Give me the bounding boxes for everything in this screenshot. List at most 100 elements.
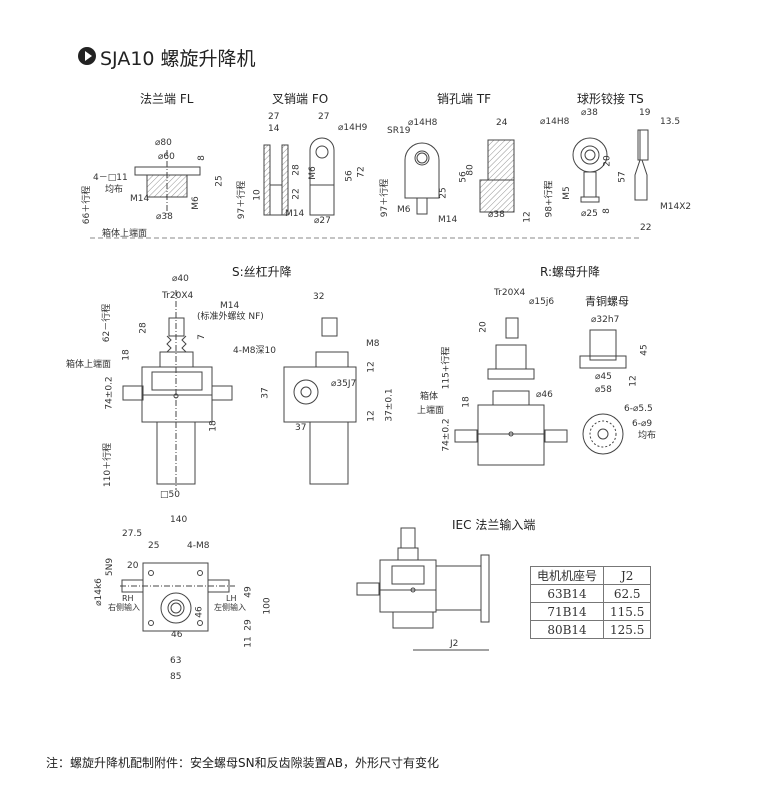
- fo-dim: 28: [291, 164, 302, 176]
- page-title: SJA10 螺旋升降机: [100, 48, 256, 70]
- r-nut-title: 青铜螺母: [585, 295, 629, 308]
- footnote: 注：螺旋升降机配制附件：安全螺母SN和反齿隙装置AB，外形尺寸有变化: [46, 756, 440, 770]
- s-title: S:丝杠升降: [232, 265, 292, 279]
- tf-stroke: 97＋行程: [380, 178, 391, 218]
- r-drawing: [454, 317, 627, 466]
- s-dim: 28: [138, 322, 149, 334]
- s-dim: 4-M8深10: [233, 346, 276, 356]
- table-cell: 125.5: [603, 620, 652, 639]
- fl-dim: ⌀80: [155, 138, 172, 148]
- ts-drawing: [572, 129, 649, 203]
- top-dim: 25: [148, 541, 160, 551]
- s-dim: ⌀40: [172, 274, 189, 284]
- fl-dim: 8: [196, 155, 207, 161]
- s-dim: 37: [295, 423, 307, 433]
- top-dim: 49: [243, 586, 254, 598]
- s-dim: 32: [313, 292, 325, 302]
- fl-dim: 25: [214, 175, 225, 187]
- r-dim: 74±0.2: [441, 418, 452, 452]
- r-stroke: 115+行程: [441, 346, 452, 390]
- top-dim: 140: [170, 515, 188, 525]
- s-stroke: 110＋行程: [103, 442, 114, 488]
- top-dim: 29: [243, 619, 254, 631]
- table-cell: 62.5: [603, 584, 652, 603]
- fo-drawing: [263, 137, 335, 216]
- s-dim: □50: [160, 490, 180, 500]
- table-cell: 80B14: [529, 620, 605, 639]
- s-dim: 37: [260, 387, 271, 399]
- fl-ref: 箱体上端面: [102, 229, 148, 239]
- s-dim: 74±0.2: [104, 376, 115, 410]
- top-dim: 85: [170, 672, 182, 682]
- r-dim: ⌀58: [595, 385, 612, 395]
- top-dim: 20: [127, 561, 139, 571]
- iec-drawing: [356, 527, 490, 651]
- r-dim: ⌀46: [536, 390, 553, 400]
- tf-dim: 25: [438, 187, 449, 199]
- lh-input-label: 左侧输入: [214, 603, 246, 612]
- rh-label: RH: [122, 594, 134, 603]
- fl-drawing: [134, 150, 201, 215]
- ts-title: 球形铰接 TS: [577, 92, 644, 106]
- s-dim: 7: [196, 334, 207, 340]
- ts-dim: 8: [601, 208, 612, 214]
- r-title: R:螺母升降: [540, 265, 601, 279]
- r-dim: ⌀32h7: [591, 315, 620, 325]
- s-dim: M14: [220, 301, 240, 311]
- s-stroke: 62－行程: [102, 303, 113, 343]
- table-cell: 71B14: [529, 602, 605, 621]
- s-dim: 37±0.1: [384, 388, 395, 422]
- ts-dim: M14X2: [660, 202, 692, 212]
- tf-dim: ⌀14H8: [408, 118, 438, 128]
- ts-dim: ⌀14H8: [540, 117, 570, 127]
- s-dim: Tr20X4: [162, 291, 194, 301]
- fo-dim: 22: [291, 188, 302, 200]
- top-dim: ⌀14k6: [93, 578, 104, 606]
- tf-title: 销孔端 TF: [437, 92, 492, 106]
- s-side-drawing: [283, 317, 357, 485]
- fl-stroke: 66＋行程: [82, 185, 93, 225]
- fl-title: 法兰端 FL: [140, 92, 194, 106]
- top-dim: 4-M8: [187, 541, 210, 551]
- r-ref: 箱体: [420, 392, 439, 402]
- top-dim: 63: [170, 656, 182, 666]
- fo-dim: 27: [268, 112, 280, 122]
- top-view-drawing: [120, 562, 235, 632]
- top-dim: 27.5: [122, 529, 143, 539]
- lh-label: LH: [226, 594, 237, 603]
- ts-dim: 13.5: [660, 117, 681, 127]
- tf-dim: ⌀38: [488, 210, 505, 220]
- s-dim: 18: [121, 349, 132, 361]
- s-dim: 18: [208, 420, 219, 432]
- fl-dim: 均布: [105, 185, 124, 195]
- rh-input-label: 右侧输入: [108, 603, 140, 612]
- fo-stroke: 97＋行程: [237, 180, 248, 220]
- ts-dim: 57: [617, 171, 628, 183]
- r-dim: 6-⌀5.5: [624, 404, 653, 414]
- fl-dim: 4－□11: [93, 173, 128, 183]
- tf-dim: 24: [496, 118, 508, 128]
- table-header: 电机机座号: [529, 566, 605, 585]
- fo-dim: M6: [307, 166, 318, 180]
- table-cell: 63B14: [529, 584, 605, 603]
- s-front-drawing: [122, 290, 233, 490]
- tf-dim: M6: [397, 205, 411, 215]
- r-dim: ⌀15j6: [529, 297, 555, 307]
- ts-dim: ⌀38: [581, 108, 598, 118]
- tf-dim: M14: [438, 215, 458, 225]
- fl-dim: M6: [190, 196, 201, 210]
- fo-title: 叉销端 FO: [272, 92, 329, 106]
- r-dim: 18: [461, 396, 472, 408]
- table-cell: 115.5: [603, 602, 652, 621]
- r-dim: 45: [639, 344, 650, 356]
- fo-dim: 72: [356, 166, 367, 178]
- iec-j2-dim: J2: [450, 639, 459, 649]
- top-dim: 100: [262, 597, 273, 615]
- fo-dim: M14: [285, 209, 305, 219]
- r-dim: Tr20X4: [494, 288, 526, 298]
- top-dim: 5N9: [105, 557, 116, 577]
- ts-dim: M5: [561, 186, 572, 200]
